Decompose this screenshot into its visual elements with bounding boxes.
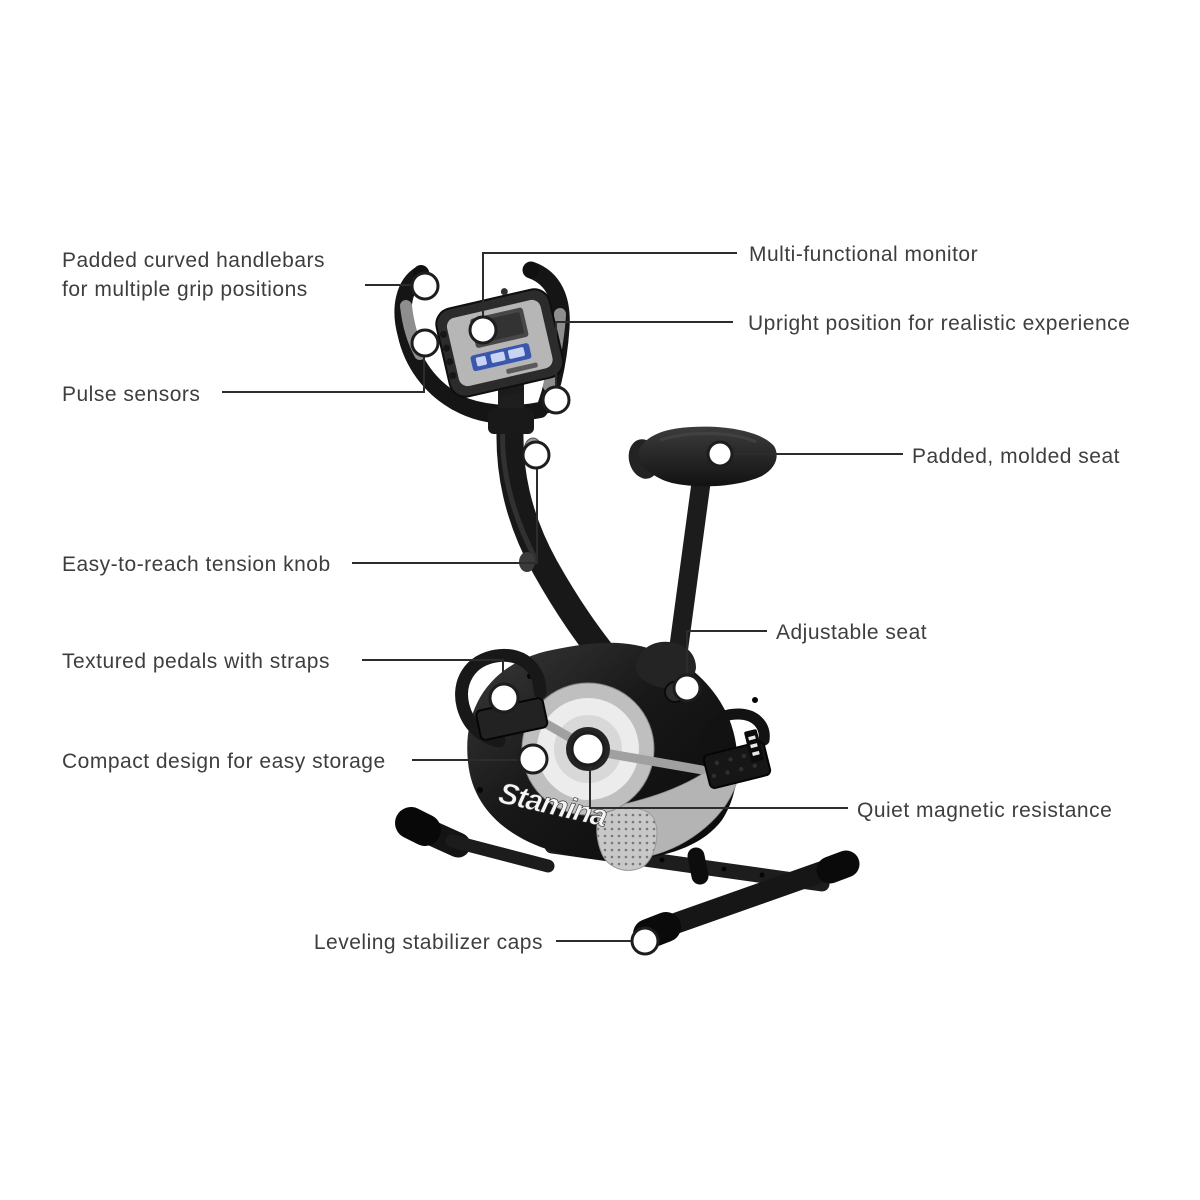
marker-leveling-caps [630,926,660,956]
marker-pedals [488,682,520,714]
marker-seat [706,440,734,468]
marker-handlebars [410,271,440,301]
marker-pulse-sensors [410,328,440,358]
callout-line-adjustable-seat [686,630,767,676]
callout-label-pedals: Textured pedals with straps [62,650,330,673]
callout-label-adjustable-seat: Adjustable seat [776,621,928,644]
vent-grille [596,807,658,871]
callout-label-tension-knob: Easy-to-reach tension knob [62,553,331,576]
seat-assembly [628,426,777,678]
callout-label-resistance: Quiet magnetic resistance [857,799,1113,822]
callout-line-pulse-sensors [222,357,425,393]
marker-tension-knob [521,440,551,470]
callout-line-pedals [362,659,504,684]
callout-label-handlebars-line1: Padded curved handlebars [62,249,326,272]
marker-monitor [468,315,498,345]
callout-label-handlebars: Padded curved handlebars for multiple gr… [62,246,325,304]
callout-label-leveling-caps: Leveling stabilizer caps [313,931,543,954]
callout-label-handlebars-line2: for multiple grip positions [62,278,308,301]
callout-line-upright-position [555,321,733,387]
callout-label-upright-position: Upright position for realistic experienc… [748,312,1131,335]
callout-label-seat: Padded, molded seat [912,445,1120,468]
callout-label-pulse-sensors: Pulse sensors [62,383,201,406]
callout-label-compact-design: Compact design for easy storage [62,750,386,773]
pedal-strap-buckle [744,729,764,763]
callout-line-tension-knob [352,469,538,564]
callout-lines [222,252,903,942]
callout-line-monitor [482,252,737,317]
callout-label-monitor: Multi-functional monitor [749,243,979,266]
pedal-right [699,708,772,789]
marker-upright-position [541,385,571,415]
marker-adjustable-seat [672,673,702,703]
marker-resistance [570,731,606,767]
silver-shroud [595,755,739,871]
main-frame-tube [496,398,626,680]
callout-line-resistance [589,766,848,809]
callout-markers [410,271,734,956]
seat-post [666,473,711,678]
marker-compact-design [517,743,549,775]
